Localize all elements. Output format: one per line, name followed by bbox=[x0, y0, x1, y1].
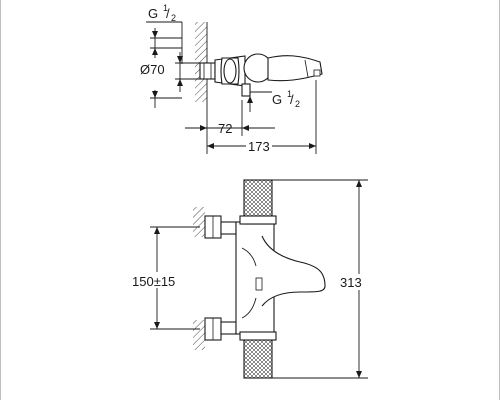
thread-top-slash: / bbox=[166, 6, 170, 21]
upper-handle-cap bbox=[239, 215, 277, 225]
offset-arrow-left bbox=[200, 125, 207, 131]
aerator bbox=[255, 277, 263, 291]
spacing-arrow-bottom bbox=[154, 322, 160, 329]
upper-inlet-pipe bbox=[220, 221, 237, 235]
spout-edge bbox=[304, 59, 309, 78]
thread-top-arrow-1 bbox=[152, 31, 158, 38]
rosette-arrow-bottom bbox=[177, 79, 183, 86]
wall-section-lower bbox=[193, 320, 205, 350]
spout-tip bbox=[313, 69, 321, 77]
offset-label: 72 bbox=[218, 121, 232, 136]
spacing-label: 150±15 bbox=[132, 274, 175, 289]
width-arrow-top bbox=[356, 180, 362, 187]
inlet-spacing-dimension: 150±15 bbox=[132, 226, 200, 330]
rosette-dimension: Ø70 bbox=[140, 52, 200, 108]
thread-dimension-outlet: G 1 / 2 bbox=[247, 89, 300, 112]
lower-handle-cap bbox=[239, 331, 277, 341]
thread-top-arrow-2 bbox=[152, 48, 158, 55]
spout-top bbox=[267, 55, 323, 82]
connector-nut-top bbox=[199, 62, 216, 80]
spacing-arrow-top bbox=[154, 227, 160, 234]
front-view: 150±15 313 bbox=[132, 179, 368, 379]
spout-front bbox=[261, 235, 326, 307]
lower-inlet-pipe bbox=[220, 321, 237, 335]
thread-outlet-denominator: 2 bbox=[295, 99, 300, 109]
top-view: G 1 / 2 Ø70 G 1 / bbox=[140, 3, 323, 154]
thread-top-prefix: G bbox=[148, 6, 158, 21]
offset-arrow-right bbox=[242, 125, 249, 131]
spout-shadow-lower bbox=[241, 297, 257, 319]
projection-label-bg bbox=[246, 138, 272, 152]
projection-label: 173 bbox=[248, 139, 270, 154]
width-arrow-bottom bbox=[356, 371, 362, 378]
offset-dimension: 72 bbox=[185, 100, 275, 136]
projection-arrow-right bbox=[309, 143, 316, 149]
rosette-lower-arrow bbox=[152, 91, 158, 98]
thread-outlet-arrow bbox=[247, 96, 253, 103]
wall-section-top bbox=[195, 22, 207, 102]
overall-width-dimension: 313 bbox=[272, 179, 368, 379]
thread-outlet-slash: / bbox=[290, 92, 294, 107]
thread-outlet-numerator: 1 bbox=[287, 89, 292, 99]
spacing-label-bg bbox=[132, 272, 184, 288]
rosette-diameter-label: Ø70 bbox=[140, 62, 165, 77]
thread-dimension-top: G 1 / 2 bbox=[146, 3, 183, 64]
projection-arrow-left bbox=[207, 143, 214, 149]
rosette-arrow-top bbox=[177, 56, 183, 63]
thread-top-denominator: 2 bbox=[171, 13, 176, 23]
thread-top-numerator: 1 bbox=[163, 3, 168, 13]
width-label-bg bbox=[338, 274, 368, 290]
projection-dimension: 173 bbox=[206, 80, 317, 154]
lower-handle-knurl bbox=[243, 333, 273, 379]
rosette-disc bbox=[223, 58, 237, 84]
spout-shadow-upper bbox=[241, 247, 257, 267]
thread-outlet-prefix: G bbox=[272, 92, 282, 107]
width-label: 313 bbox=[340, 275, 362, 290]
outlet-stub bbox=[241, 83, 251, 97]
wall-section-upper bbox=[193, 207, 205, 237]
